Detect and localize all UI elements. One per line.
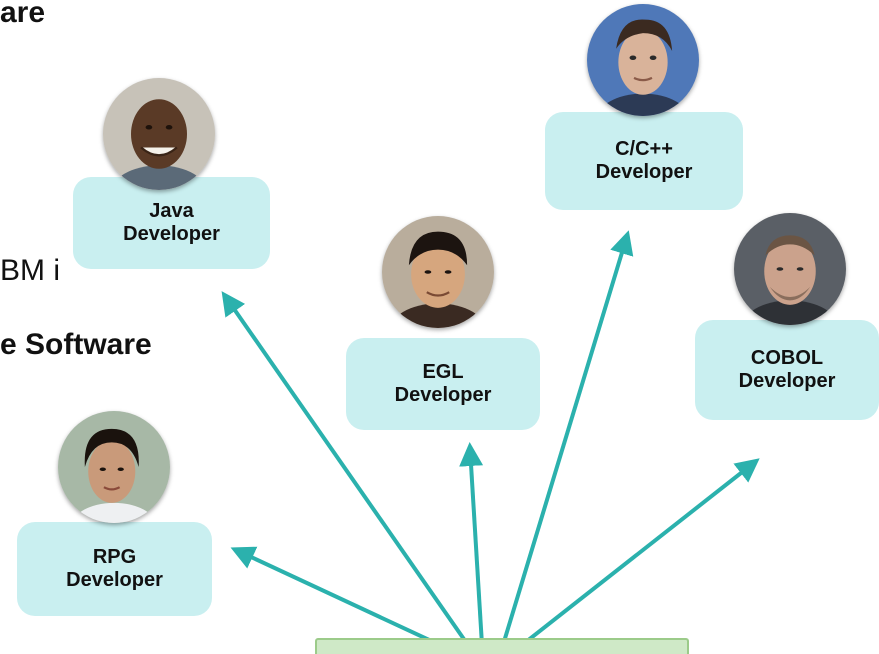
- cpp-developer-box: C/C++ Developer: [545, 112, 743, 210]
- background-subheading-fragment: e Software: [0, 328, 152, 361]
- person-photo-icon: [58, 411, 170, 523]
- rpg-developer-box: RPG Developer: [17, 522, 212, 616]
- cobol-developer-box: COBOL Developer: [695, 320, 879, 420]
- egl-developer-avatar: [382, 216, 494, 328]
- rpg-developer-avatar: [58, 411, 170, 523]
- person-photo-icon: [587, 4, 699, 116]
- egl-developer-box: EGL Developer: [346, 338, 540, 430]
- java-developer-box: Java Developer: [73, 177, 270, 269]
- cpp-developer-avatar: [587, 4, 699, 116]
- background-heading-fragment: are: [0, 0, 46, 29]
- arrow-to-cpp: [501, 230, 634, 646]
- person-photo-icon: [103, 78, 215, 190]
- cobol-developer-avatar: [734, 213, 846, 325]
- person-photo-icon: [734, 213, 846, 325]
- source-bar: [315, 638, 689, 654]
- background-text-fragment: BM i: [0, 254, 60, 287]
- java-developer-avatar: [103, 78, 215, 190]
- arrow-to-egl: [459, 442, 484, 646]
- arrow-to-java: [221, 291, 470, 647]
- arrow-to-rpg: [230, 546, 441, 647]
- arrow-to-cobol: [520, 458, 760, 647]
- person-photo-icon: [382, 216, 494, 328]
